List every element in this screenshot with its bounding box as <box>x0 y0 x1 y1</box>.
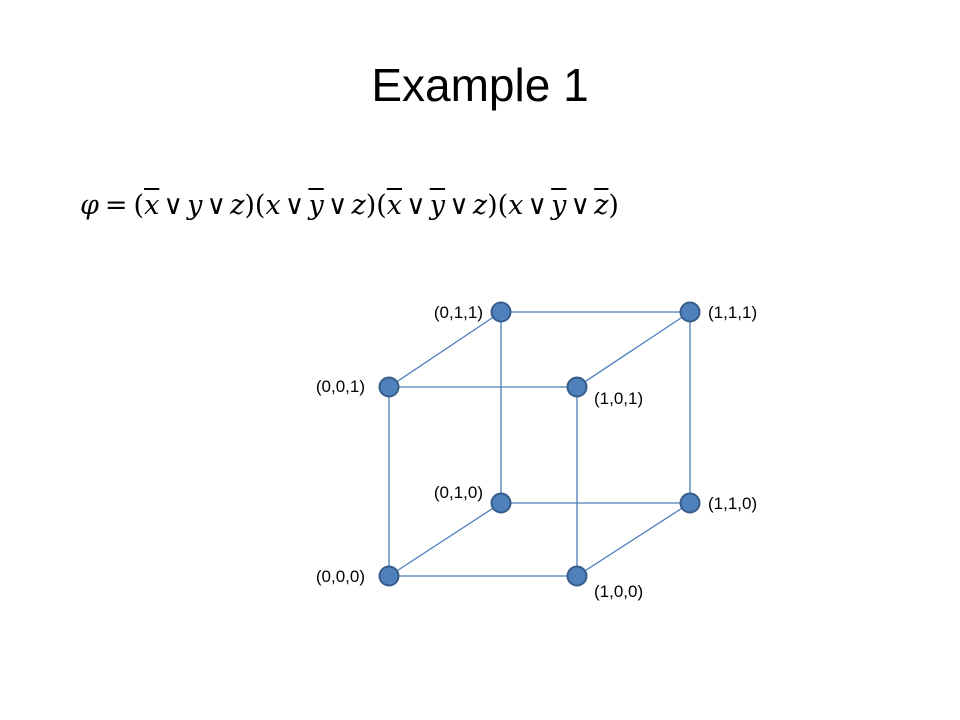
cube-vertices <box>378 301 701 587</box>
vertex-110 <box>679 492 701 514</box>
vertex-label-001: (0,0,1) <box>316 377 365 396</box>
formula-equals: = <box>104 190 128 221</box>
vertex-101 <box>566 376 588 398</box>
literal-not-z: z <box>594 190 609 221</box>
literal-x: x <box>508 190 524 221</box>
literal-y: y <box>187 190 203 221</box>
or-operator: ∨ <box>327 190 348 221</box>
clause-open-paren: ( <box>497 190 509 221</box>
vertex-111 <box>679 301 701 323</box>
literal-not-y: y <box>429 190 446 221</box>
or-operator: ∨ <box>570 190 591 221</box>
vertex-label-111: (1,1,1) <box>708 303 757 322</box>
slide-title: Example 1 <box>371 59 589 111</box>
cube-labels: (0,0,0) (1,0,0) (0,1,0) (1,1,0) (0,0,1) (1,0,… <box>316 303 757 601</box>
vertex-001 <box>378 376 400 398</box>
or-operator: ∨ <box>163 190 184 221</box>
literal-x: x <box>265 190 281 221</box>
literal-not-y: y <box>551 190 567 221</box>
clause-close-paren: ) <box>365 190 377 221</box>
formula-lhs: φ <box>80 190 99 221</box>
literal-z: z <box>351 190 366 221</box>
vertex-000 <box>378 565 400 587</box>
formula: φ=(x∨y∨z)(x∨y∨z)(x∨y∨z)(x∨y∨z) <box>80 190 619 221</box>
or-operator: ∨ <box>527 190 548 221</box>
clause-open-paren: ( <box>133 190 145 221</box>
vertex-label-110: (1,1,0) <box>708 494 757 513</box>
vertex-100 <box>566 565 588 587</box>
vertex-label-100: (1,0,0) <box>594 582 643 601</box>
or-operator: ∨ <box>449 190 469 221</box>
vertex-label-000: (0,0,0) <box>316 567 365 586</box>
literal-not-x: x <box>386 190 403 221</box>
vertex-010 <box>490 492 512 514</box>
or-operator: ∨ <box>406 190 426 221</box>
clause-close-paren: ) <box>244 190 255 221</box>
literal-z: z <box>472 190 488 221</box>
clause-open-paren: ( <box>254 190 266 221</box>
edge-101-111 <box>576 311 691 388</box>
or-operator: ∨ <box>206 190 227 221</box>
vertex-label-010: (0,1,0) <box>434 483 483 502</box>
literal-z: z <box>230 190 245 221</box>
edge-001-011 <box>388 311 502 388</box>
vertex-label-011: (0,1,1) <box>434 303 483 322</box>
vertex-011 <box>490 301 512 323</box>
literal-not-y: y <box>308 190 324 221</box>
cube-edges <box>388 311 691 577</box>
edge-100-110 <box>576 502 691 577</box>
literal-not-x: x <box>144 190 160 221</box>
or-operator: ∨ <box>284 190 305 221</box>
clause-close-paren: ) <box>608 190 619 221</box>
clause-close-paren: ) <box>487 190 498 221</box>
clause-open-paren: ( <box>376 190 387 221</box>
edge-000-010 <box>388 502 502 577</box>
vertex-label-101: (1,0,1) <box>594 389 643 408</box>
